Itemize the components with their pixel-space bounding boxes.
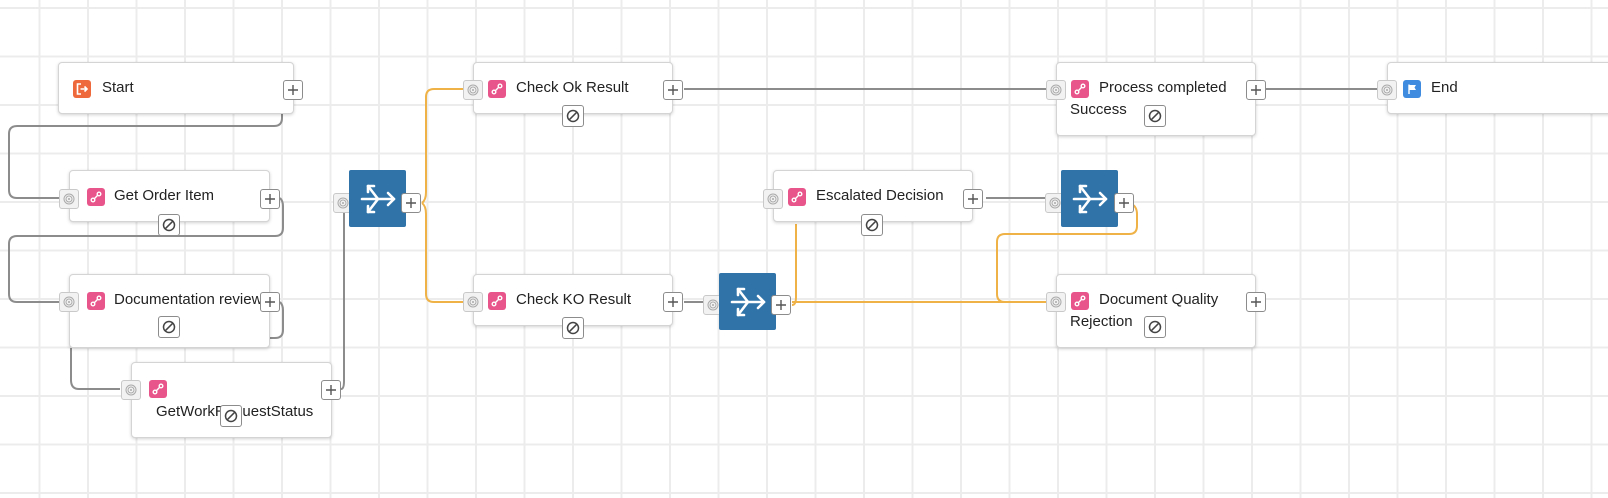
node-label: Documentation review <box>114 291 263 308</box>
start-node[interactable]: Start <box>58 62 294 114</box>
connect-port-icon[interactable] <box>59 292 79 312</box>
edge-doc-review-loop <box>269 301 284 339</box>
add-step-button[interactable] <box>260 292 280 312</box>
connect-port-icon[interactable] <box>121 380 141 400</box>
add-step-button[interactable] <box>321 380 341 400</box>
node-label: End <box>1431 79 1458 96</box>
gateway-1[interactable] <box>349 170 406 227</box>
edge-gateway-3-doc-quality <box>996 202 1138 303</box>
link-icon <box>1071 80 1089 98</box>
node-label: Document Quality Rejection <box>1070 291 1219 330</box>
split-arrows-icon <box>730 287 765 316</box>
disable-icon[interactable] <box>1144 105 1166 127</box>
add-step-button[interactable] <box>663 80 683 100</box>
connect-port-icon[interactable] <box>763 189 783 209</box>
add-step-button[interactable] <box>663 292 683 312</box>
connect-port-icon[interactable] <box>59 189 79 209</box>
node-label: Escalated Decision <box>816 187 944 204</box>
link-icon <box>87 292 105 310</box>
disable-icon[interactable] <box>220 405 242 427</box>
edge-gateway-1-check-ko <box>421 202 468 303</box>
node-label: Get Order Item <box>114 187 215 204</box>
get-order-item-node[interactable]: Get Order Item <box>69 170 270 222</box>
node-label: Start <box>102 79 134 96</box>
exit-icon <box>73 80 91 98</box>
link-icon <box>788 188 806 206</box>
link-icon <box>488 80 506 98</box>
edge-start-get-order <box>8 110 283 199</box>
link-icon <box>87 188 105 206</box>
connect-port-icon[interactable] <box>1046 292 1066 312</box>
add-step-button[interactable] <box>963 189 983 209</box>
edge-get-work-gateway-1 <box>340 202 349 390</box>
edge-doc-review-get-work <box>70 348 120 390</box>
edge-gateway-1-check-ok <box>421 88 468 204</box>
disable-icon[interactable] <box>158 316 180 338</box>
add-step-button[interactable] <box>771 295 791 315</box>
add-step-button[interactable] <box>283 80 303 100</box>
disable-icon[interactable] <box>158 214 180 236</box>
gateway-2[interactable] <box>719 273 776 330</box>
add-step-button[interactable] <box>1246 292 1266 312</box>
split-arrows-icon <box>360 184 395 213</box>
disable-icon[interactable] <box>562 105 584 127</box>
node-label: Process completed Success <box>1070 79 1227 118</box>
connect-port-icon[interactable] <box>333 193 353 213</box>
connect-port-icon[interactable] <box>463 292 483 312</box>
add-step-button[interactable] <box>260 189 280 209</box>
add-step-button[interactable] <box>1246 80 1266 100</box>
link-icon <box>488 292 506 310</box>
edge-get-order-doc-review <box>8 197 284 303</box>
disable-icon[interactable] <box>1144 316 1166 338</box>
edge-gateway-2-escalated <box>791 224 797 306</box>
node-label: Check KO Result <box>516 291 632 308</box>
link-icon <box>1071 292 1089 310</box>
disable-icon[interactable] <box>562 317 584 339</box>
escalated-decision-node[interactable]: Escalated Decision <box>773 170 973 222</box>
gateway-3[interactable] <box>1061 170 1118 227</box>
end-node[interactable]: End <box>1387 62 1608 114</box>
connect-port-icon[interactable] <box>463 80 483 100</box>
disable-icon[interactable] <box>861 214 883 236</box>
split-arrows-icon <box>1072 184 1107 213</box>
node-label: Check Ok Result <box>516 79 629 96</box>
flag-icon <box>1403 80 1421 98</box>
link-icon <box>149 380 167 398</box>
connect-port-icon[interactable] <box>1377 80 1397 100</box>
add-step-button[interactable] <box>1114 193 1134 213</box>
add-step-button[interactable] <box>401 193 421 213</box>
connect-port-icon[interactable] <box>1046 80 1066 100</box>
